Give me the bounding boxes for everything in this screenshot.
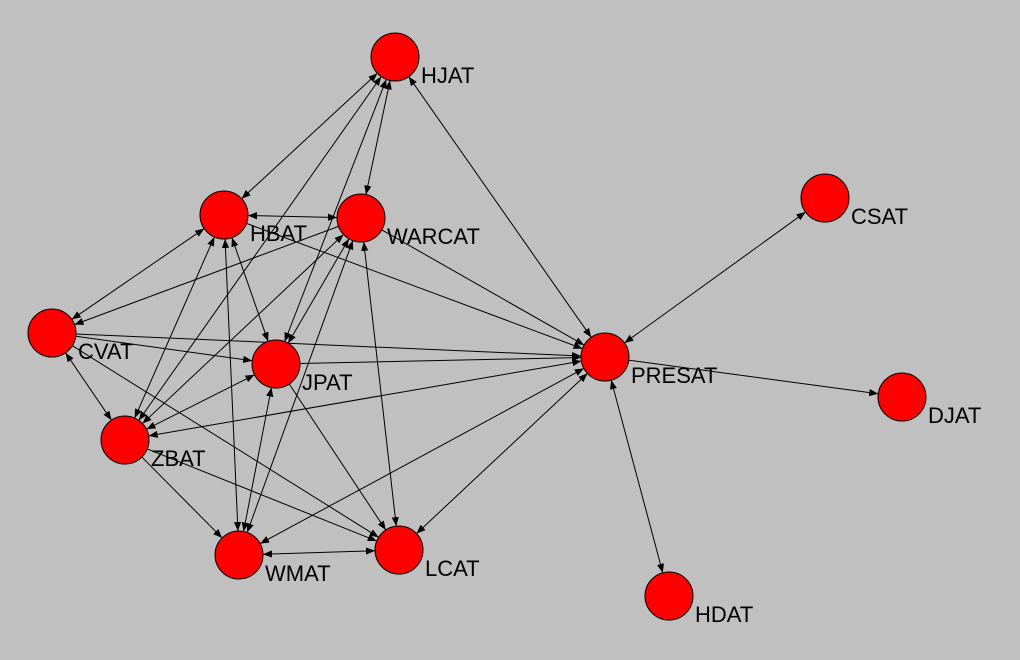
node-circle-csat[interactable] [800,173,850,223]
edge-layer [65,72,879,573]
edge-presat-csat [624,211,806,344]
edge-cvat-jpat [75,335,253,364]
node-hbat[interactable]: HBAT [199,190,307,246]
node-label-hdat: HDAT [695,602,753,627]
node-label-presat: PRESAT [631,363,717,388]
edge-warcat-presat [381,229,585,346]
node-zbat[interactable]: ZBAT [100,415,206,471]
node-circle-zbat[interactable] [100,415,150,465]
node-label-jpat: JPAT [302,370,353,395]
node-label-wmat: WMAT [265,561,331,586]
node-circle-warcat[interactable] [336,193,386,243]
node-jpat[interactable]: JPAT [251,339,353,395]
node-hdat[interactable]: HDAT [644,571,753,627]
edge-presat-hdat [610,380,664,573]
edge-lcat-presat [416,373,588,534]
node-label-cvat: CVAT [78,339,133,364]
node-circle-jpat[interactable] [251,339,301,389]
edge-hbat-warcat [247,212,338,221]
node-circle-cvat[interactable] [27,308,77,358]
edge-wmat-lcat [262,547,376,558]
node-lcat[interactable]: LCAT [374,525,480,581]
node-circle-lcat[interactable] [374,525,424,575]
node-label-lcat: LCAT [425,556,480,581]
node-layer: HJAT HBAT WARCAT CVAT JPAT ZBAT WMAT LCAT PRESAT… [27,32,981,627]
node-circle-hbat[interactable] [199,190,249,240]
node-label-zbat: ZBAT [151,446,206,471]
edge-cvat-zbat [65,352,112,421]
node-label-csat: CSAT [851,204,908,229]
node-djat[interactable]: DJAT [877,372,981,428]
node-presat[interactable]: PRESAT [580,332,717,388]
node-hjat[interactable]: HJAT [370,32,474,88]
edge-presat-djat [628,359,879,397]
node-label-warcat: WARCAT [387,224,480,249]
node-circle-hdat[interactable] [644,571,694,621]
node-circle-presat[interactable] [580,332,630,382]
edge-cvat-presat [75,333,582,360]
node-circle-wmat[interactable] [214,530,264,580]
node-circle-djat[interactable] [877,372,927,422]
node-label-hjat: HJAT [421,63,474,88]
node-csat[interactable]: CSAT [800,173,908,229]
node-label-hbat: HBAT [250,221,307,246]
node-circle-hjat[interactable] [370,32,420,82]
node-warcat[interactable]: WARCAT [336,193,480,249]
edge-zbat-wmat [141,456,223,539]
node-label-djat: DJAT [928,403,981,428]
node-wmat[interactable]: WMAT [214,530,331,586]
edge-hjat-presat [408,76,592,338]
node-cvat[interactable]: CVAT [27,308,133,364]
